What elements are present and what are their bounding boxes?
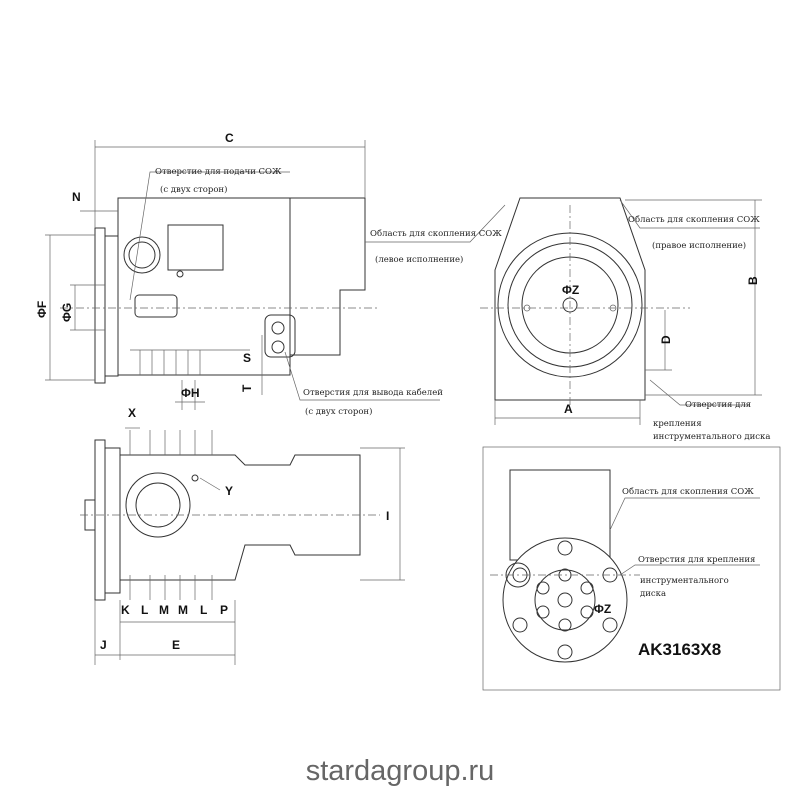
dim-h: ΦH <box>181 386 200 400</box>
dim-k: K <box>121 603 130 617</box>
dim-m: M <box>159 603 169 617</box>
note-disk-holes-bottom: диска <box>640 589 666 599</box>
dim-l: L <box>141 603 148 617</box>
dim-m: M <box>178 603 188 617</box>
top-view-bottom <box>80 427 405 665</box>
note-coolant-area-right: Область для скопления СОЖ <box>628 214 760 225</box>
dim-e: E <box>172 638 180 652</box>
note-right-version: (правое исполнение) <box>652 240 746 251</box>
footer-website: stardagroup.ru <box>305 755 495 787</box>
front-view-bottom <box>482 446 781 691</box>
dim-c: C <box>225 131 234 145</box>
model-label: AK3163X8 <box>638 640 721 659</box>
note-disk-holes: крепления <box>653 419 702 429</box>
note-disk-holes-bottom: Отверстия для крепления <box>638 555 755 565</box>
dim-s: S <box>243 351 251 365</box>
dim-f: ΦF <box>35 301 49 318</box>
note-cable-holes: Отверстия для вывода кабелей <box>303 387 443 398</box>
dim-g: ΦG <box>60 303 74 322</box>
note-both-sides: (с двух сторон) <box>305 406 372 417</box>
dim-p: P <box>220 603 228 617</box>
dim-b: B <box>746 276 760 285</box>
dim-a: A <box>564 402 573 416</box>
dim-z: ΦZ <box>594 602 611 616</box>
front-view-top <box>365 197 762 425</box>
dim-n: N <box>72 190 81 204</box>
note-coolant-feed-hole: Отверстие для подачи СОЖ <box>155 167 282 177</box>
note-coolant-area-left: Область для скопления СОЖ <box>370 228 502 239</box>
dim-l: L <box>200 603 207 617</box>
dim-t: T <box>240 384 254 392</box>
note-disk-holes-bottom: инструментального <box>640 576 729 586</box>
dim-j: J <box>100 638 107 652</box>
note-coolant-area-bottom: Область для скопления СОЖ <box>622 486 754 497</box>
note-disk-holes: Отверстия для <box>685 400 751 410</box>
note-left-version: (левое исполнение) <box>375 254 463 265</box>
note-both-sides: (с двух сторон) <box>160 184 227 195</box>
dim-y: Y <box>225 484 233 498</box>
dim-d: D <box>659 335 673 344</box>
side-view-top <box>45 140 440 410</box>
note-disk-holes: инструментального диска <box>653 432 770 442</box>
dim-x: X <box>128 406 136 420</box>
dim-z: ΦZ <box>562 283 579 297</box>
dim-i: I <box>386 509 389 523</box>
